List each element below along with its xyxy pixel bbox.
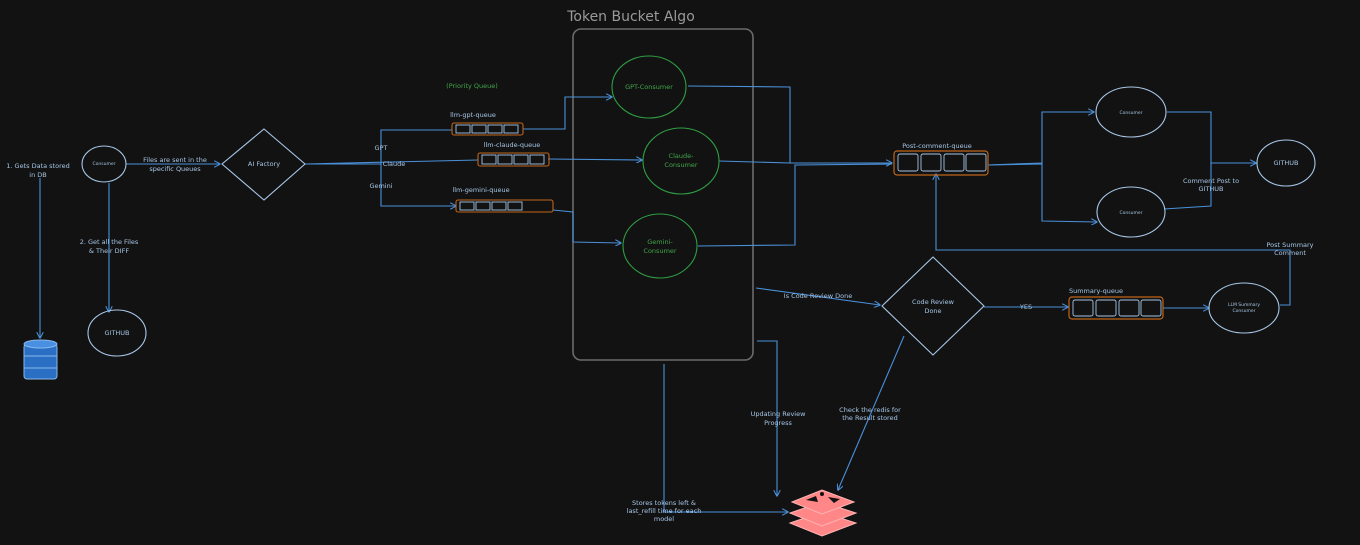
ai-factory-node — [221, 128, 306, 201]
label-updating-review-1: Updating Review — [751, 410, 807, 418]
edge-claude-post — [718, 160, 791, 164]
ai-factory-label: AI Factory — [248, 160, 280, 168]
label-stores-tokens-2: last_refill time for each — [627, 507, 702, 515]
claude-consumer-node — [642, 127, 720, 195]
github-right-node — [1256, 139, 1316, 187]
label-get-files-2: & Their DIFF — [89, 247, 129, 255]
claude-queue-label: llm-claude-queue — [484, 141, 541, 149]
gemini-queue-label: llm-gemini-queue — [452, 186, 509, 194]
post-comment-queue — [893, 150, 989, 176]
claude-queue — [477, 152, 550, 167]
consumer-top-node — [1095, 86, 1167, 138]
label-files-sent-1: Files are sent in the — [143, 156, 207, 164]
edge-post-consumer-top — [987, 112, 1094, 166]
label-gpt: GPT — [375, 144, 388, 152]
edge-bucket-redis-update — [757, 340, 777, 496]
label-stores-tokens-3: model — [654, 515, 674, 523]
edge-ai-gemini — [305, 163, 456, 206]
edge-codereview-redis — [838, 335, 905, 490]
database-icon — [23, 339, 58, 380]
edge-consumer-bottom-github — [1163, 163, 1212, 210]
edge-consumer-top-github — [1167, 111, 1256, 163]
llm-summary-node — [1208, 282, 1280, 334]
claude-consumer-label-1: Claude- — [669, 152, 695, 160]
label-gemini: Gemini — [369, 182, 392, 190]
edge-geminiq-consumer — [552, 209, 621, 243]
label-check-redis-1: Check the redis for — [839, 406, 901, 414]
code-review-node — [881, 256, 985, 356]
left-consumer-node — [81, 145, 127, 183]
summary-queue — [1068, 296, 1164, 320]
edge-ai-claude — [304, 159, 479, 165]
edge-bucket-codereview — [755, 287, 880, 305]
summary-queue-label: Summary-queue — [1069, 287, 1123, 295]
redis-icon — [788, 489, 858, 537]
gpt-queue-label: llm-gpt-queue — [450, 111, 496, 119]
gemini-consumer-label-1: Gemini- — [647, 238, 673, 246]
label-files-sent-2: specific Queues — [149, 165, 201, 173]
label-gets-data-2: in DB — [29, 171, 46, 179]
consumer-bottom-label: Consumer — [1120, 210, 1143, 216]
edge-gpt-post — [687, 85, 892, 163]
consumer-bottom-node — [1096, 186, 1166, 238]
github-left-node — [87, 309, 147, 357]
gpt-queue — [451, 122, 524, 136]
label-get-files-1: 2. Get all the Files — [80, 238, 139, 246]
gemini-consumer-label-2: Consumer — [643, 247, 676, 255]
edge-claudeq-consumer — [547, 159, 642, 160]
priority-queue-note: (Priority Queue) — [446, 82, 498, 90]
github-right-label: GITHUB — [1273, 159, 1298, 167]
edge-gemini-post — [697, 163, 893, 247]
token-bucket-box — [572, 28, 754, 361]
label-claude: Claude — [383, 160, 406, 168]
label-check-redis-2: the Result stored — [842, 414, 897, 422]
gemini-queue — [455, 199, 554, 213]
token-bucket-title: Token Bucket Algo — [566, 9, 695, 25]
github-left-label: GITHUB — [104, 329, 129, 337]
consumer-top-label: Consumer — [1120, 110, 1143, 116]
llm-summary-label-1: LLM Summary — [1228, 302, 1260, 308]
label-post-summary-1: Post Summary — [1266, 241, 1313, 249]
label-stores-tokens-1: Stores tokens left & — [632, 499, 696, 507]
code-review-label-2: Done — [924, 307, 941, 315]
edge-summary-back — [1280, 255, 1291, 306]
edge-summary-to-post — [936, 174, 1291, 255]
edge-bucket-redis-tokens — [663, 364, 788, 512]
post-comment-queue-label: Post-comment-queue — [902, 142, 972, 150]
label-post-summary-2: Comment — [1274, 249, 1306, 257]
label-comment-post-2: GITHUB — [1198, 185, 1223, 193]
gpt-consumer-label: GPT-Consumer — [625, 83, 673, 91]
edge-gptq-consumer — [523, 97, 612, 130]
gpt-consumer-node — [611, 55, 687, 119]
gemini-consumer-node — [622, 213, 698, 279]
label-yes: YES — [1019, 303, 1032, 311]
label-comment-post-1: Comment Post to — [1183, 177, 1239, 185]
edge-post-consumer-bottom — [987, 163, 1097, 222]
code-review-label-1: Code Review — [912, 298, 955, 306]
claude-consumer-label-2: Consumer — [664, 161, 697, 169]
label-updating-review-2: Progress — [764, 419, 792, 427]
left-consumer-label: Consumer — [93, 161, 116, 167]
llm-summary-label-2: Consumer — [1233, 308, 1256, 314]
label-gets-data-1: 1. Gets Data stored — [6, 162, 69, 170]
label-is-review-done: Is Code Review Done — [784, 292, 852, 300]
